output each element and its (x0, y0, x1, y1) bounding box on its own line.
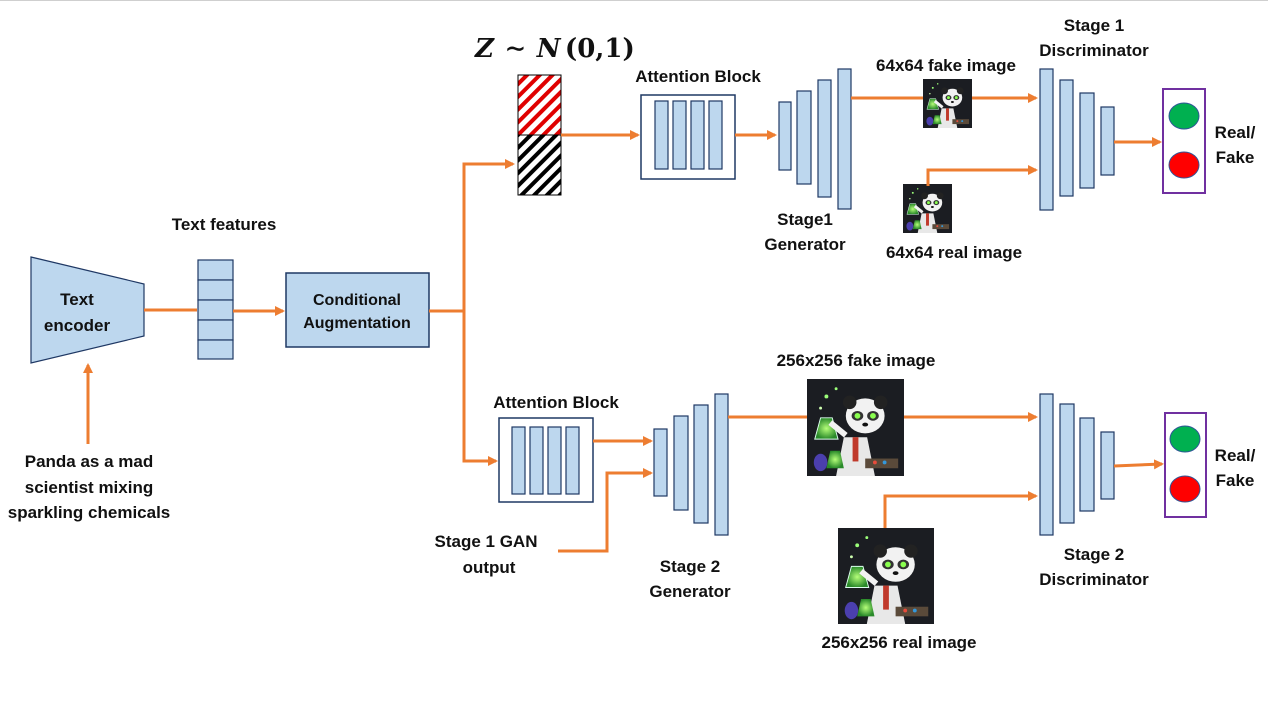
attention-block-2 (498, 417, 594, 503)
fake-64-label: 64x64 fake image (876, 56, 1016, 75)
attention-block-2-label: Attention Block (493, 393, 619, 412)
stage1-discriminator-label-1: Stage 1 (1064, 16, 1124, 35)
text-encoder (30, 256, 145, 364)
stage1-discriminator-label-2: Discriminator (1039, 41, 1149, 60)
stage1-real-fake-label-1: Real/ (1215, 123, 1256, 142)
fake-256-image (807, 379, 904, 476)
real-256-label: 256x256 real image (821, 633, 976, 652)
disc2-to-output-arrow (1113, 459, 1164, 470)
real64-to-disc1-arrow (926, 165, 1038, 186)
prompt-line-2: scientist mixing (25, 478, 153, 497)
stage1-output-to-generator2-arrow (558, 468, 653, 553)
fake-64-image (921, 77, 974, 130)
attention-block-1-label: Attention Block (635, 67, 761, 86)
conditional-augmentation-box (285, 272, 430, 348)
stage1-output-label-2: output (463, 558, 516, 577)
stage1-output-label-1: Stage 1 GAN (435, 532, 538, 551)
real-256-image (838, 528, 934, 624)
noise-distribution-label: Z ∼ N (0,1) (474, 34, 635, 64)
stage2-discriminator-label-2: Discriminator (1039, 570, 1149, 589)
text-features-vector (197, 259, 234, 360)
text-encoder-label-1: Text (60, 290, 94, 309)
stage1-generator-label-1: Stage1 (777, 210, 833, 229)
stage2-real-fake-label-1: Real/ (1215, 446, 1256, 465)
prompt-line-1: Panda as a mad (25, 452, 154, 471)
ca-to-noise-arrow (429, 159, 515, 313)
stage1-discriminator (1039, 68, 1115, 211)
stage2-generator-label-1: Stage 2 (660, 557, 720, 576)
attention-block-1 (640, 94, 736, 180)
real-64-label: 64x64 real image (886, 243, 1022, 262)
ca-to-attention2-arrow (462, 311, 498, 466)
stage2-real-fake-label-2: Fake (1216, 471, 1255, 490)
noise-vector (517, 74, 562, 196)
stage2-real-fake-indicator (1164, 412, 1207, 518)
stage2-discriminator (1039, 393, 1115, 536)
real256-to-disc2-arrow (883, 491, 1038, 528)
stage1-generator (778, 68, 852, 210)
prompt-line-3: sparkling chemicals (8, 503, 171, 522)
text-encoder-label-2: encoder (44, 316, 111, 335)
conditional-augmentation-label-1: Conditional (313, 292, 401, 309)
text-features-label: Text features (172, 215, 277, 234)
stage2-generator-label-2: Generator (649, 582, 731, 601)
stage1-real-fake-label-2: Fake (1216, 148, 1255, 167)
stage2-generator (653, 393, 729, 536)
stage2-discriminator-label-1: Stage 2 (1064, 545, 1124, 564)
fake-256-label: 256x256 fake image (777, 351, 936, 370)
stage1-generator-label-2: Generator (764, 235, 846, 254)
stage1-real-fake-indicator (1162, 88, 1206, 194)
conditional-augmentation-label-2: Augmentation (303, 315, 411, 332)
real-64-image (901, 182, 954, 235)
